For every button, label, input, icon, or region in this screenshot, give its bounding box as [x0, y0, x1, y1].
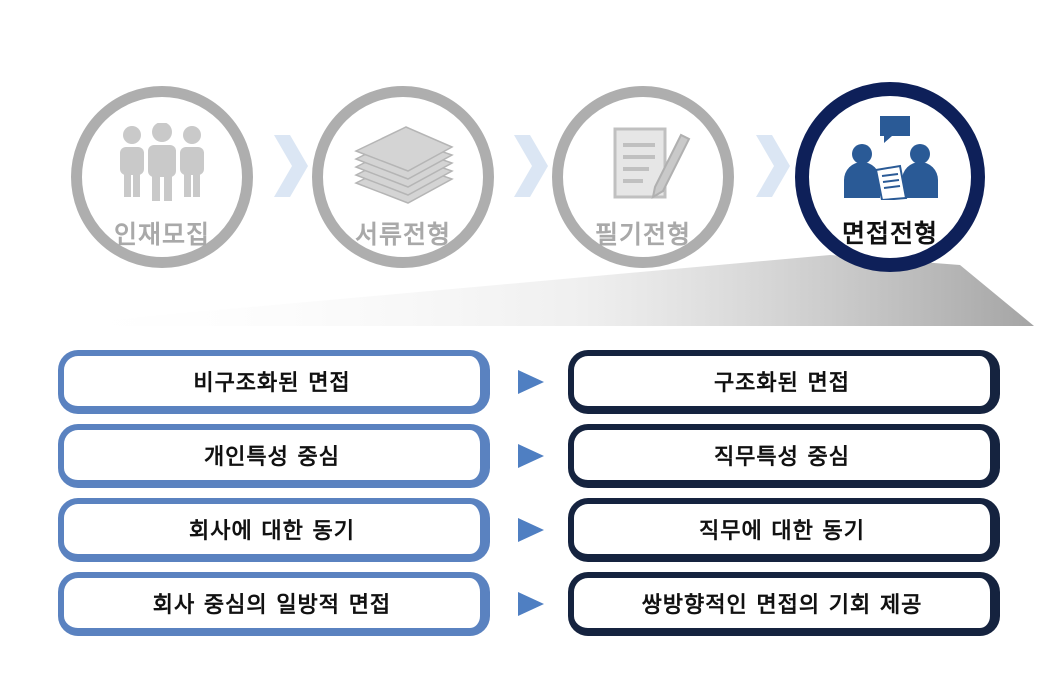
- document-pen-icon: [613, 127, 691, 200]
- chevron-right-icon: [274, 135, 308, 197]
- step-interview: 면접전형: [795, 82, 985, 272]
- people-group-icon: [120, 123, 204, 201]
- paper-stack-icon: [354, 126, 454, 204]
- before-text: 회사에 대한 동기: [189, 519, 355, 544]
- before-item: 비구조화된 면접: [58, 350, 490, 414]
- arrow-right-icon: [518, 518, 544, 542]
- interview-speech-icon: [844, 116, 938, 200]
- step-label: 필기전형: [594, 220, 691, 249]
- step-label: 인재모집: [113, 220, 210, 249]
- after-text: 직무에 대한 동기: [699, 519, 865, 544]
- after-text: 구조화된 면접: [713, 371, 851, 396]
- after-item: 직무에 대한 동기: [568, 498, 1000, 562]
- before-text: 개인특성 중심: [203, 445, 341, 470]
- after-item: 구조화된 면접: [568, 350, 1000, 414]
- step-label: 면접전형: [841, 219, 938, 248]
- after-text: 쌍방향적인 면접의 기회 제공: [641, 593, 923, 618]
- step-label: 서류전형: [354, 220, 451, 249]
- after-text: 직무특성 중심: [713, 445, 851, 470]
- arrow-right-icon: [518, 370, 544, 394]
- step-written-exam: 필기전형: [552, 86, 734, 268]
- chevron-right-icon: [756, 135, 790, 197]
- chevron-right-icon: [514, 135, 548, 197]
- arrow-right-icon: [518, 444, 544, 468]
- before-text: 비구조화된 면접: [193, 371, 351, 396]
- before-text: 회사 중심의 일방적 면접: [152, 593, 392, 618]
- step-recruitment: 인재모집: [71, 86, 253, 268]
- after-item: 쌍방향적인 면접의 기회 제공: [568, 572, 1000, 636]
- before-item: 회사에 대한 동기: [58, 498, 490, 562]
- arrow-right-icon: [518, 592, 544, 616]
- step-document-screening: 서류전형: [312, 86, 494, 268]
- before-item: 회사 중심의 일방적 면접: [58, 572, 490, 636]
- before-item: 개인특성 중심: [58, 424, 490, 488]
- after-item: 직무특성 중심: [568, 424, 1000, 488]
